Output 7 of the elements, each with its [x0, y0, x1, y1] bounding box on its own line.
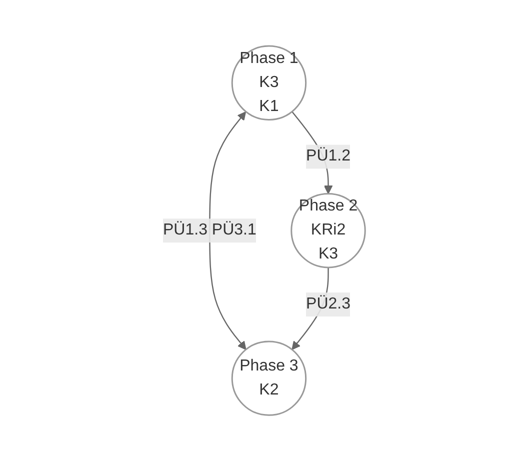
arrow	[210, 112, 247, 350]
edge-label: PÜ2.3	[306, 296, 351, 313]
edge-label: PÜ1.3 PÜ3.1	[163, 222, 257, 239]
node-circle: Phase 2 KRi2 K3	[291, 193, 366, 269]
edge-label: PÜ1.2	[306, 148, 351, 166]
node-circle: Phase 3 K2	[232, 341, 308, 416]
node-circle: Phase 1 K3 K1	[232, 46, 308, 121]
